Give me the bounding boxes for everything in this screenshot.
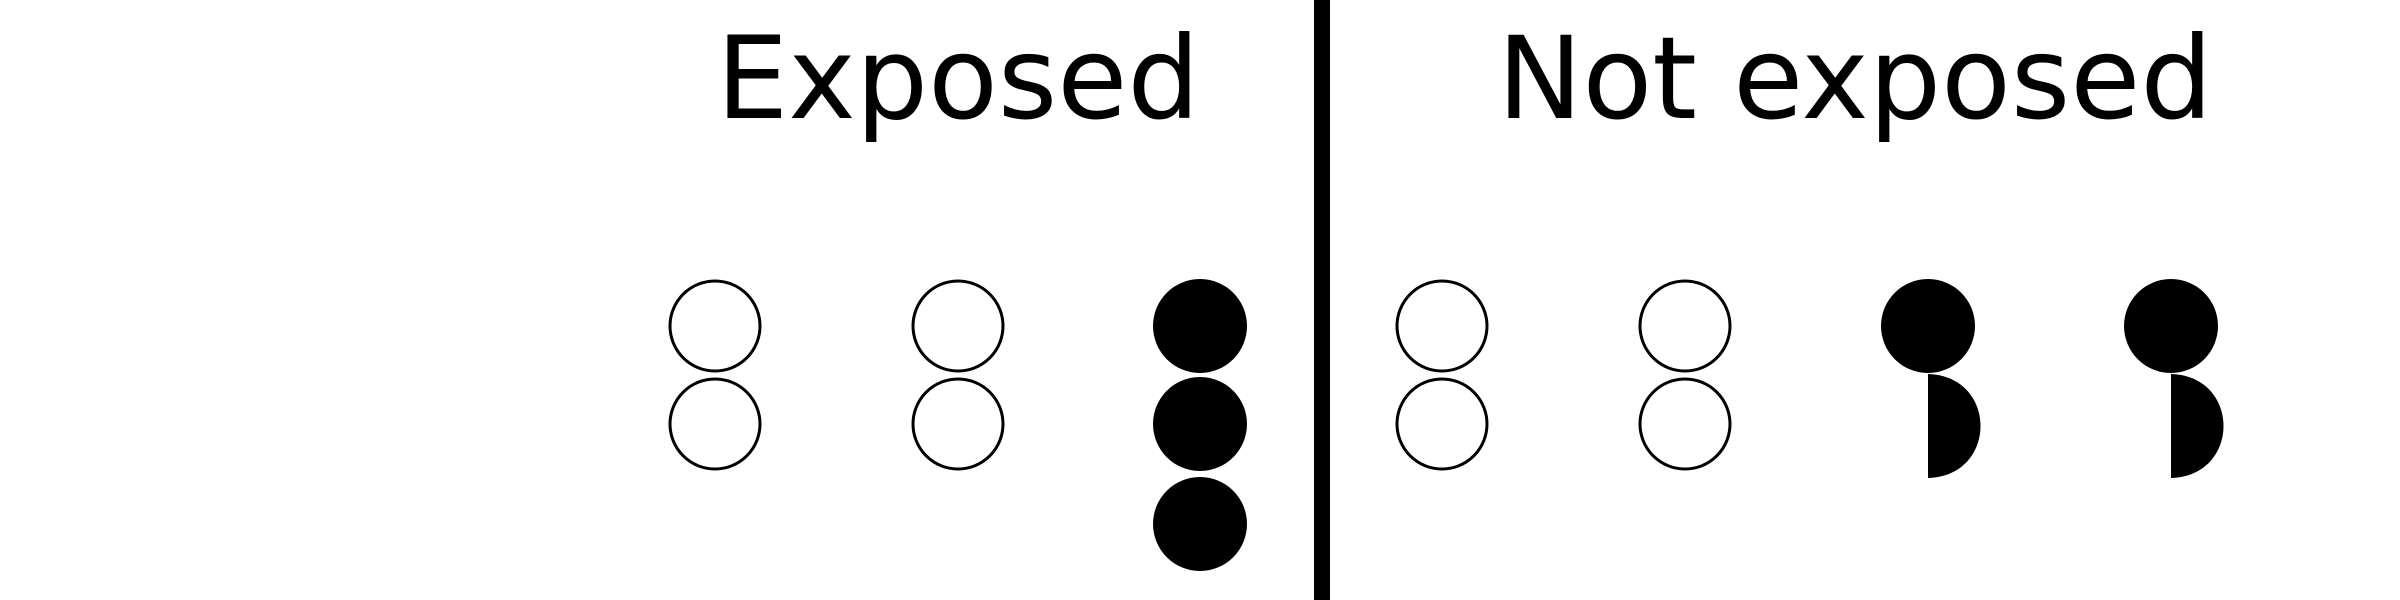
heading-exposed: Exposed [716, 12, 1200, 145]
exposed-stack-3 [1153, 279, 1247, 571]
half-disk [1928, 374, 1981, 478]
divider-line [1314, 0, 1330, 600]
not-exposed-circle-with-half-disk-1 [1881, 279, 1981, 478]
open-circle [911, 377, 1005, 471]
heading-not-exposed: Not exposed [1497, 12, 2213, 145]
open-circle [911, 279, 1005, 373]
open-circle [1395, 377, 1489, 471]
open-circle [1395, 279, 1489, 373]
not-exposed-circle-with-half-disk-2 [2124, 279, 2224, 478]
exposed-pair-2 [911, 279, 1005, 471]
not-exposed-pair-1 [1395, 279, 1489, 471]
filled-circle [1153, 279, 1247, 373]
open-circle [1638, 377, 1732, 471]
symbol-groups [668, 279, 2224, 571]
filled-circle [1153, 477, 1247, 571]
half-disk [2171, 374, 2224, 478]
exposed-pair-1 [668, 279, 762, 471]
open-circle [668, 279, 762, 373]
filled-circle [2124, 279, 2218, 373]
filled-circle [1153, 377, 1247, 471]
filled-circle [1881, 279, 1975, 373]
open-circle [668, 377, 762, 471]
open-circle [1638, 279, 1732, 373]
not-exposed-pair-2 [1638, 279, 1732, 471]
